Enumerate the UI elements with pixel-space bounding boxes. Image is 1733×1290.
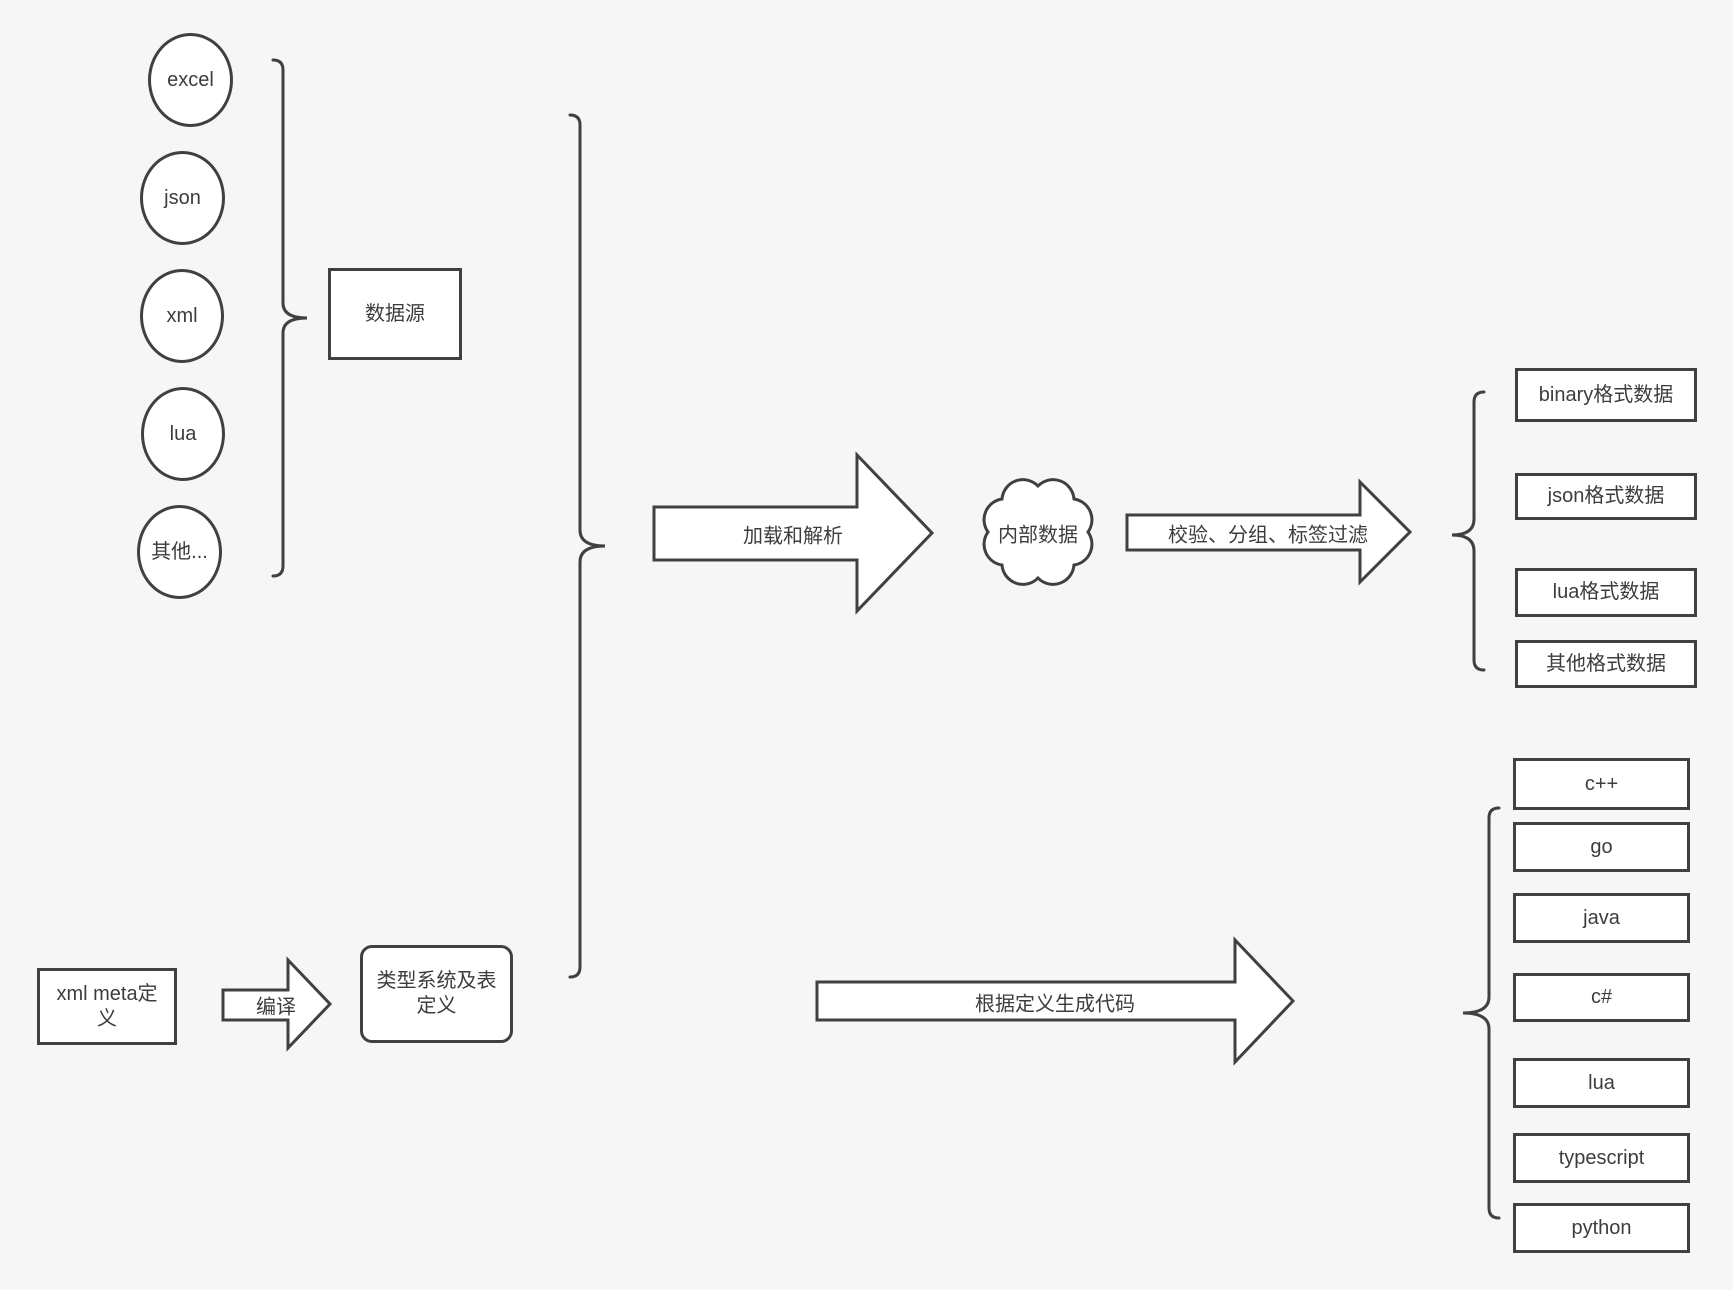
format-box-json: json格式数据 [1515, 473, 1697, 520]
language-label: go [1590, 835, 1613, 858]
type-system-label: 类型系统及表定义 [376, 970, 497, 1017]
source-ellipse-excel: excel [148, 33, 233, 127]
xml-meta-box: xml meta定义 [37, 968, 177, 1045]
language-label: java [1583, 906, 1620, 929]
language-box-typescript: typescript [1513, 1133, 1690, 1183]
format-box-lua: lua格式数据 [1515, 568, 1697, 617]
language-label: lua [1588, 1071, 1615, 1094]
codegen-arrow-label: 根据定义生成代码 [975, 993, 1135, 1016]
load-parse-arrow [652, 451, 935, 615]
source-ellipse-json: json [140, 151, 225, 245]
languages-brace [1462, 806, 1501, 1220]
format-label: binary格式数据 [1538, 383, 1674, 406]
format-label: json格式数据 [1547, 485, 1665, 507]
language-box-python: python [1513, 1203, 1690, 1253]
compile-arrow [221, 956, 333, 1052]
source-label: excel [167, 68, 214, 91]
filter-arrow [1125, 478, 1413, 586]
formats-brace [1451, 390, 1486, 672]
codegen-arrow [815, 936, 1296, 1066]
language-label: python [1571, 1216, 1632, 1239]
sources-brace [271, 58, 308, 578]
format-box-binary: binary格式数据 [1515, 368, 1697, 422]
filter-arrow-label: 校验、分组、标签过滤 [1168, 524, 1368, 547]
data-source-label: 数据源 [365, 302, 425, 325]
format-box-other: 其他格式数据 [1515, 640, 1697, 688]
load-parse-arrow-label: 加载和解析 [743, 525, 843, 548]
language-label: typescript [1558, 1146, 1645, 1169]
language-box-java: java [1513, 893, 1690, 943]
language-label: c++ [1584, 772, 1619, 795]
format-label: lua格式数据 [1552, 581, 1660, 603]
language-box-cpp: c++ [1513, 758, 1690, 810]
type-system-box: 类型系统及表定义 [360, 945, 513, 1043]
language-box-lua: lua [1513, 1058, 1690, 1108]
source-ellipse-other: 其他... [137, 505, 222, 599]
xml-meta-label: xml meta定义 [56, 982, 158, 1030]
source-ellipse-lua: lua [141, 387, 225, 481]
compile-arrow-label: 编译 [256, 996, 296, 1019]
internal-data-cloud [982, 478, 1094, 586]
source-label: json [164, 186, 201, 209]
source-label: lua [169, 422, 197, 445]
language-box-go: go [1513, 822, 1690, 872]
source-label: 其他... [151, 540, 208, 563]
language-box-csharp: c# [1513, 973, 1690, 1022]
inputs-brace [568, 113, 606, 979]
language-label: c# [1590, 986, 1613, 1008]
source-label: xml [166, 304, 198, 327]
data-source-box: 数据源 [328, 268, 462, 360]
source-ellipse-xml: xml [140, 269, 224, 363]
format-label: 其他格式数据 [1546, 652, 1666, 675]
internal-data-label: 内部数据 [998, 524, 1078, 547]
